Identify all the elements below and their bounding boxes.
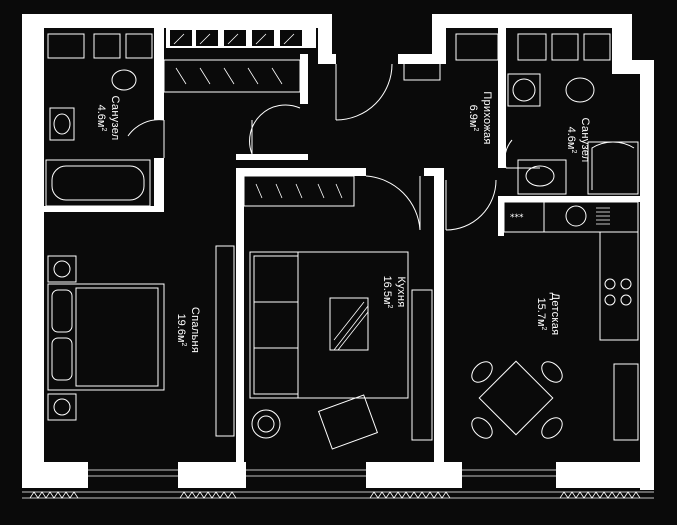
outer-walls [22, 14, 654, 490]
room-area: 6.9м2 [467, 105, 479, 132]
room-name: Санузел [579, 118, 591, 163]
label-bedroom: Спальня 19.6м2 [175, 307, 201, 353]
room-name: Спальня [189, 307, 201, 353]
label-kitchen: Кухня 16.5м2 [381, 276, 407, 309]
doors [127, 63, 540, 231]
label-child-room: Детская 15.7м2 [535, 293, 561, 336]
kitchen-fixtures [243, 175, 433, 450]
label-bathroom-2: Санузел 4.6м2 [565, 118, 591, 163]
room-name: Санузел [109, 96, 121, 141]
room-area: 16.5м2 [381, 276, 393, 309]
label-bathroom-1: Санузел 4.6м2 [95, 96, 121, 141]
top-fixtures [47, 20, 611, 93]
room-name: Кухня [395, 277, 407, 308]
balcony-strip [22, 469, 654, 499]
room-name: Прихожая [481, 91, 493, 144]
bathroom-1-fixtures [45, 69, 151, 207]
bedroom-fixtures [47, 245, 235, 437]
child-room-fixtures [471, 201, 639, 441]
room-area: 15.7м2 [535, 298, 547, 331]
cooktop-symbol: *** [510, 213, 524, 223]
room-area: 4.6м2 [565, 127, 577, 154]
room-area: 4.6м2 [95, 105, 107, 132]
room-area: 19.6м2 [175, 314, 187, 347]
room-name: Детская [549, 293, 561, 336]
label-hall: Прихожая 6.9м2 [467, 91, 493, 144]
bathroom-2-fixtures [507, 73, 639, 195]
interior-walls [44, 28, 640, 462]
